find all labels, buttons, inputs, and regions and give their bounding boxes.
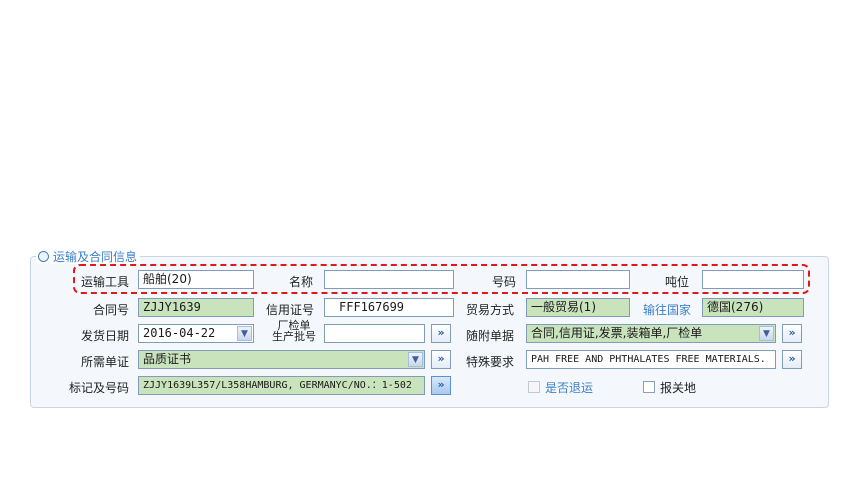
cert-more-button[interactable]: » [431, 350, 451, 369]
factory-batch-field[interactable] [324, 324, 425, 343]
tonnage-label: 吨位 [665, 275, 690, 289]
marks-more-button[interactable]: » [431, 376, 451, 395]
customs-checkbox[interactable] [643, 381, 655, 393]
section-title: 运输及合同信息 [53, 249, 138, 264]
docs-label: 随附单据 [466, 329, 515, 343]
special-field[interactable]: PAH FREE AND PHTHALATES FREE MATERIALS. [526, 350, 776, 369]
factory-more-button[interactable]: » [431, 324, 451, 343]
return-checkbox[interactable] [528, 381, 540, 393]
marks-label: 标记及号码 [69, 381, 130, 395]
number-label: 号码 [492, 275, 517, 289]
highlight-box [73, 264, 810, 294]
ship-date-label: 发货日期 [81, 329, 130, 343]
factory-label-line2: 生产批号 [272, 330, 316, 343]
transport-label: 运输工具 [81, 275, 130, 289]
destination-field[interactable]: 德国(276) [702, 298, 804, 317]
docs-select[interactable]: 合同,信用证,发票,装箱单,厂检单 ▼ [526, 324, 776, 343]
trade-field[interactable]: 一般贸易(1) [526, 298, 630, 317]
marks-field[interactable]: ZJJY1639L357/L358HAMBURG, GERMANYC/NO.：1… [138, 376, 425, 395]
ship-date-picker[interactable]: 2016-04-22 ▼ [138, 324, 254, 343]
chevron-down-icon[interactable]: ▼ [759, 326, 774, 341]
trade-label: 贸易方式 [466, 303, 515, 317]
customs-label: 报关地 [660, 381, 697, 395]
special-label: 特殊要求 [466, 355, 515, 369]
special-more-button[interactable]: » [782, 350, 802, 369]
cert-label: 所需单证 [81, 355, 130, 369]
destination-label: 输往国家 [643, 303, 692, 317]
ship-date-value: 2016-04-22 [143, 326, 216, 340]
contract-field[interactable]: ZJJY1639 [138, 298, 254, 317]
tonnage-field[interactable] [702, 270, 804, 289]
factory-label-line1: 厂检单 [277, 319, 311, 332]
transport-field[interactable]: 船舶(20) [138, 270, 254, 289]
contract-label: 合同号 [93, 303, 130, 317]
lc-label: 信用证号 [266, 303, 315, 317]
name-field[interactable] [324, 270, 454, 289]
docs-more-button[interactable]: » [782, 324, 802, 343]
name-label: 名称 [289, 275, 314, 289]
section-header: 运输及合同信息 [36, 248, 141, 264]
cert-select[interactable]: 品质证书 ▼ [138, 350, 425, 369]
cert-value: 品质证书 [143, 352, 192, 366]
factory-label: 厂检单 生产批号 [266, 320, 322, 342]
collapse-circle-icon[interactable] [38, 250, 49, 262]
chevron-down-icon[interactable]: ▼ [408, 352, 423, 367]
number-field[interactable] [526, 270, 630, 289]
return-label: 是否退运 [545, 381, 594, 395]
chevron-down-icon[interactable]: ▼ [237, 326, 252, 341]
docs-value: 合同,信用证,发票,装箱单,厂检单 [531, 326, 703, 340]
lc-field[interactable]: FFF167699 [324, 298, 454, 317]
